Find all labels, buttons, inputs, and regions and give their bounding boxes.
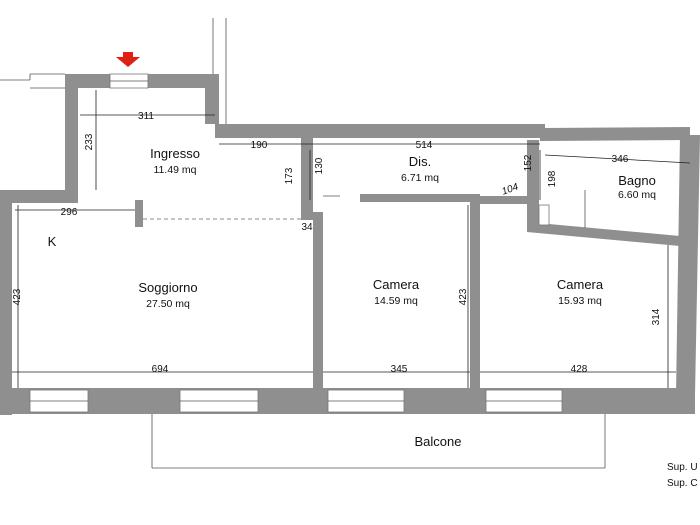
room-dis-name: Dis. (409, 154, 431, 169)
wall-bagno-north (540, 127, 690, 141)
wall-ingresso-west (65, 82, 78, 194)
room-camera1-name: Camera (373, 277, 420, 292)
dim-173: 173 (284, 167, 295, 184)
dim-152: 152 (523, 154, 534, 171)
dim-296: 296 (61, 207, 78, 218)
dimension-labels: 311 233 190 514 346 173 130 152 198 104 … (12, 111, 662, 375)
room-soggiorno-area: 27.50 mq (146, 298, 190, 310)
dim-190: 190 (251, 140, 268, 151)
room-ingresso-area: 11.49 mq (154, 164, 197, 176)
bagno-window (538, 204, 550, 226)
dimension-lines (12, 90, 691, 388)
balcone-outline (151, 414, 606, 469)
wall-camera1-north (360, 194, 478, 202)
wall-ingresso-north-left (65, 74, 110, 88)
wall-ingresso-east-jamb (205, 74, 219, 114)
down-arrow-icon (116, 52, 140, 67)
room-camera1-area: 14.59 mq (374, 295, 418, 307)
room-bagno-name: Bagno (618, 173, 656, 188)
dim-34: 34 (301, 222, 313, 233)
dim-423-right: 423 (458, 288, 469, 305)
walls (0, 74, 700, 415)
windows (29, 73, 563, 413)
dim-130: 130 (314, 157, 325, 174)
dim-428: 428 (571, 364, 588, 375)
legend-line-2: Sup. C (667, 478, 698, 489)
dim-346: 346 (612, 154, 629, 165)
dim-311: 311 (138, 111, 154, 122)
room-balcone-name: Balcone (415, 434, 462, 449)
wall-ingresso-north-right (148, 74, 210, 88)
wall-camera1-west (313, 212, 323, 392)
exterior-lines (0, 18, 586, 228)
wall-west (0, 190, 12, 415)
kitchen-label: K (48, 234, 57, 249)
room-camera2-area: 15.93 mq (558, 295, 602, 307)
wall-bagno-west (527, 140, 539, 228)
wall-east (676, 135, 700, 395)
room-soggiorno-name: Soggiorno (138, 280, 197, 295)
room-dis-area: 6.71 mq (401, 172, 439, 184)
room-camera2-name: Camera (557, 277, 604, 292)
dim-694: 694 (152, 364, 169, 375)
dim-514: 514 (416, 140, 433, 151)
dim-233: 233 (84, 133, 95, 150)
wall-soggiorno-north-left (0, 190, 78, 203)
legend-line-1: Sup. U (667, 462, 698, 473)
room-bagno-area: 6.60 mq (618, 189, 656, 201)
wall-bagno-south (527, 222, 680, 246)
wall-jamb-step (205, 112, 219, 124)
wall-camera-divider (470, 194, 480, 392)
room-ingresso-name: Ingresso (150, 146, 200, 161)
wall-soggiorno-stub (135, 200, 143, 227)
dim-198: 198 (547, 170, 558, 187)
wall-north-corridor (215, 124, 545, 138)
dim-345: 345 (391, 364, 408, 375)
wall-camera2-north (480, 196, 530, 204)
dim-314: 314 (651, 308, 662, 325)
dim-104: 104 (500, 181, 520, 197)
wall-partition-a (301, 138, 313, 220)
dim-423-left: 423 (12, 288, 23, 305)
